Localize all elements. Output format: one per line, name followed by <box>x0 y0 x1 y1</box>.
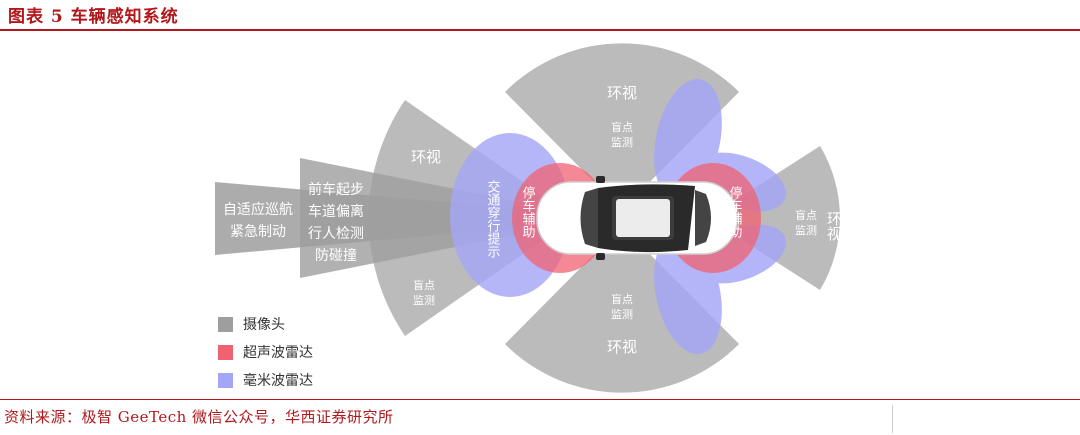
label-surround-bottom: 环视 <box>607 338 637 356</box>
legend: 摄像头 超声波雷达 毫米波雷达 <box>218 312 313 396</box>
label-front-1: 前车起步 <box>308 181 364 198</box>
label-blind-right-1: 盲点 <box>795 208 817 222</box>
label-surround-right: 环视 <box>825 211 843 242</box>
label-blind-right-2: 监测 <box>795 224 817 237</box>
figure-title: 图表 5 车辆感知系统 <box>8 7 179 27</box>
legend-item-camera: 摄像头 <box>218 312 313 336</box>
label-blind-left-1: 盲点 <box>413 278 435 292</box>
surround-sector-right <box>708 146 840 290</box>
footer-divider <box>892 405 893 433</box>
label-front-2: 车道偏离 <box>308 203 364 220</box>
legend-label-ultrasonic: 超声波雷达 <box>243 345 313 361</box>
label-surround-left: 环视 <box>411 148 441 166</box>
bottom-rule <box>0 399 1080 400</box>
label-front-3: 行人检测 <box>308 226 364 242</box>
legend-label-radar: 毫米波雷达 <box>243 373 313 389</box>
legend-swatch-radar <box>218 372 233 388</box>
label-cross-traffic: 交通穿行提示 <box>485 179 501 258</box>
label-blind-bottom-2: 监测 <box>611 308 633 321</box>
label-blind-bottom-1: 盲点 <box>611 292 633 306</box>
car-top-view <box>536 176 738 260</box>
label-blind-left-2: 监测 <box>413 294 435 307</box>
label-parking-front: 停车辅助 <box>520 185 536 239</box>
surround-sector-bottom <box>505 226 739 393</box>
label-blind-top-2: 监测 <box>611 136 633 149</box>
label-front-4: 防碰撞 <box>315 248 357 264</box>
legend-label-camera: 摄像头 <box>243 317 285 333</box>
surround-sector-top <box>505 43 739 211</box>
label-surround-top: 环视 <box>607 84 637 102</box>
top-rule <box>0 29 1080 31</box>
label-acc-1: 自适应巡航 <box>223 201 293 218</box>
label-blind-top-1: 盲点 <box>611 120 633 134</box>
source-note: 资料来源：极智 GeeTech 微信公众号，华西证券研究所 <box>4 408 394 426</box>
label-parking-rear: 停车辅助 <box>727 185 743 239</box>
vehicle-perception-diagram: 自适应巡航 紧急制动 前车起步 车道偏离 行人检测 防碰撞 环视 环视 环视 环… <box>215 43 843 393</box>
legend-swatch-ultrasonic <box>218 344 233 360</box>
legend-item-ultrasonic: 超声波雷达 <box>218 340 313 364</box>
legend-item-radar: 毫米波雷达 <box>218 368 313 392</box>
legend-swatch-camera <box>218 316 233 332</box>
label-acc-2: 紧急制动 <box>230 224 286 240</box>
